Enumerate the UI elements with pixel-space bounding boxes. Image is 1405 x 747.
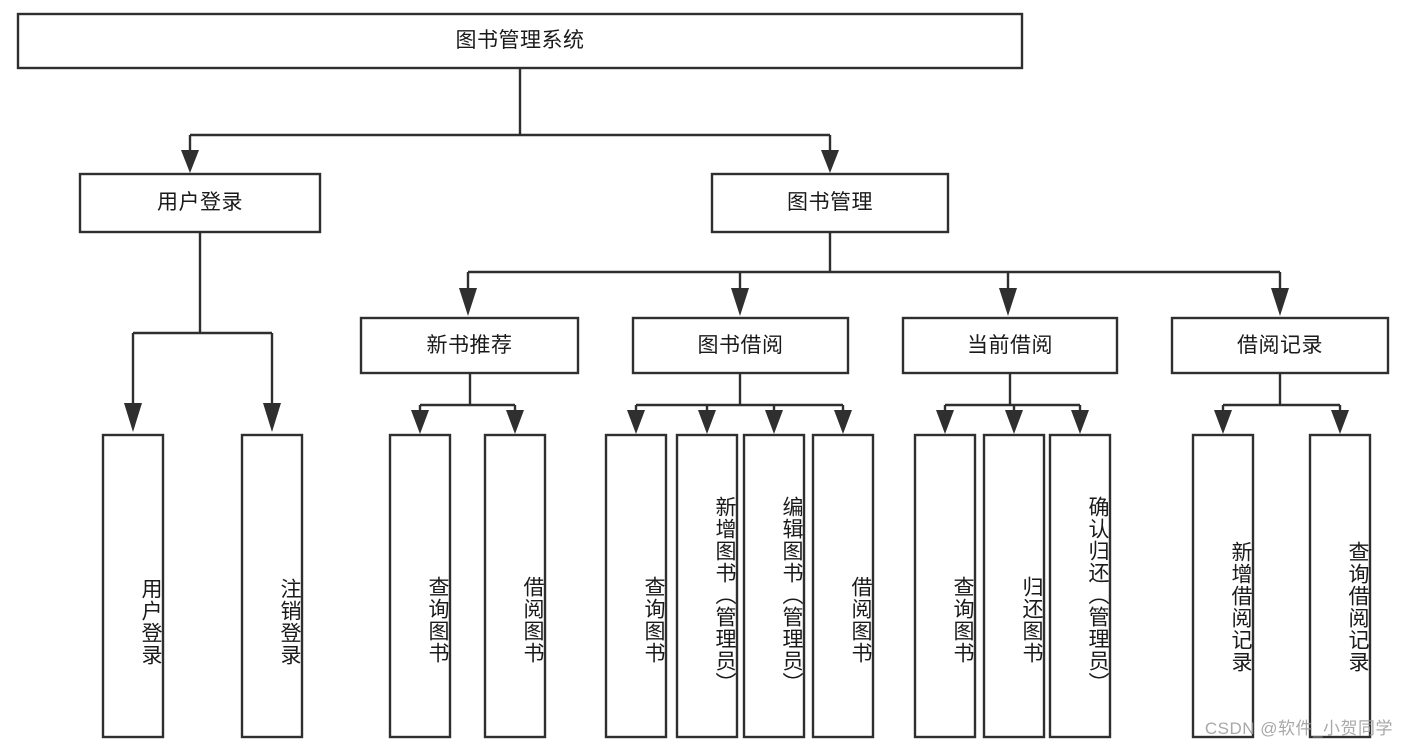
arrow-head-recommend-leaf-1 — [411, 410, 429, 434]
arrow-head-current-leaf-3 — [1071, 410, 1089, 434]
arrow-head-new-book-recommend — [459, 288, 477, 316]
leaf-box-record-query[interactable] — [1308, 433, 1372, 739]
arrow-head-record-leaf-1 — [1214, 410, 1232, 434]
arrow-head-current-borrow — [999, 288, 1017, 316]
leaf-box-borrow-add-book[interactable] — [675, 433, 739, 739]
leaf-box-record-add[interactable] — [1191, 433, 1255, 739]
node-book-manage-box[interactable] — [710, 172, 950, 234]
arrow-head-book-manage — [821, 150, 839, 173]
leaf-box-current-confirm-return[interactable] — [1048, 433, 1112, 739]
leaf-box-current-query-book[interactable] — [913, 433, 977, 739]
arrow-head-current-leaf-1 — [936, 410, 954, 434]
node-new-book-recommend-box[interactable] — [359, 316, 580, 375]
arrow-head-leaf-user-login — [124, 403, 142, 432]
arrow-head-borrow-leaf-2 — [698, 410, 716, 434]
arrow-head-record-leaf-2 — [1331, 410, 1349, 434]
leaf-box-logout[interactable] — [240, 433, 304, 739]
arrow-head-leaf-logout — [263, 403, 281, 432]
leaf-box-borrow-query-book[interactable] — [604, 433, 668, 739]
arrow-head-borrow-record — [1271, 288, 1289, 316]
leaf-box-recommend-borrow-book[interactable] — [483, 433, 547, 739]
arrow-head-borrow-leaf-3 — [765, 410, 783, 434]
node-root-box[interactable] — [16, 12, 1024, 70]
arrow-head-book-borrow — [731, 288, 749, 316]
leaf-box-user-login[interactable] — [101, 433, 165, 739]
arrow-head-user-login — [181, 150, 199, 173]
arrow-head-borrow-leaf-1 — [627, 410, 645, 434]
leaf-box-borrow-edit-book[interactable] — [742, 433, 806, 739]
leaf-box-borrow-borrow-book[interactable] — [811, 433, 875, 739]
node-borrow-record-box[interactable] — [1170, 316, 1390, 375]
arrow-head-recommend-leaf-2 — [506, 410, 524, 434]
node-book-borrow-box[interactable] — [631, 316, 850, 375]
arrow-head-current-leaf-2 — [1005, 410, 1023, 434]
leaf-box-current-return-book[interactable] — [982, 433, 1046, 739]
node-user-login-box[interactable] — [78, 172, 322, 234]
arrow-head-borrow-leaf-4 — [834, 410, 852, 434]
node-current-borrow-box[interactable] — [901, 316, 1119, 375]
leaf-box-recommend-query-book[interactable] — [388, 433, 452, 739]
